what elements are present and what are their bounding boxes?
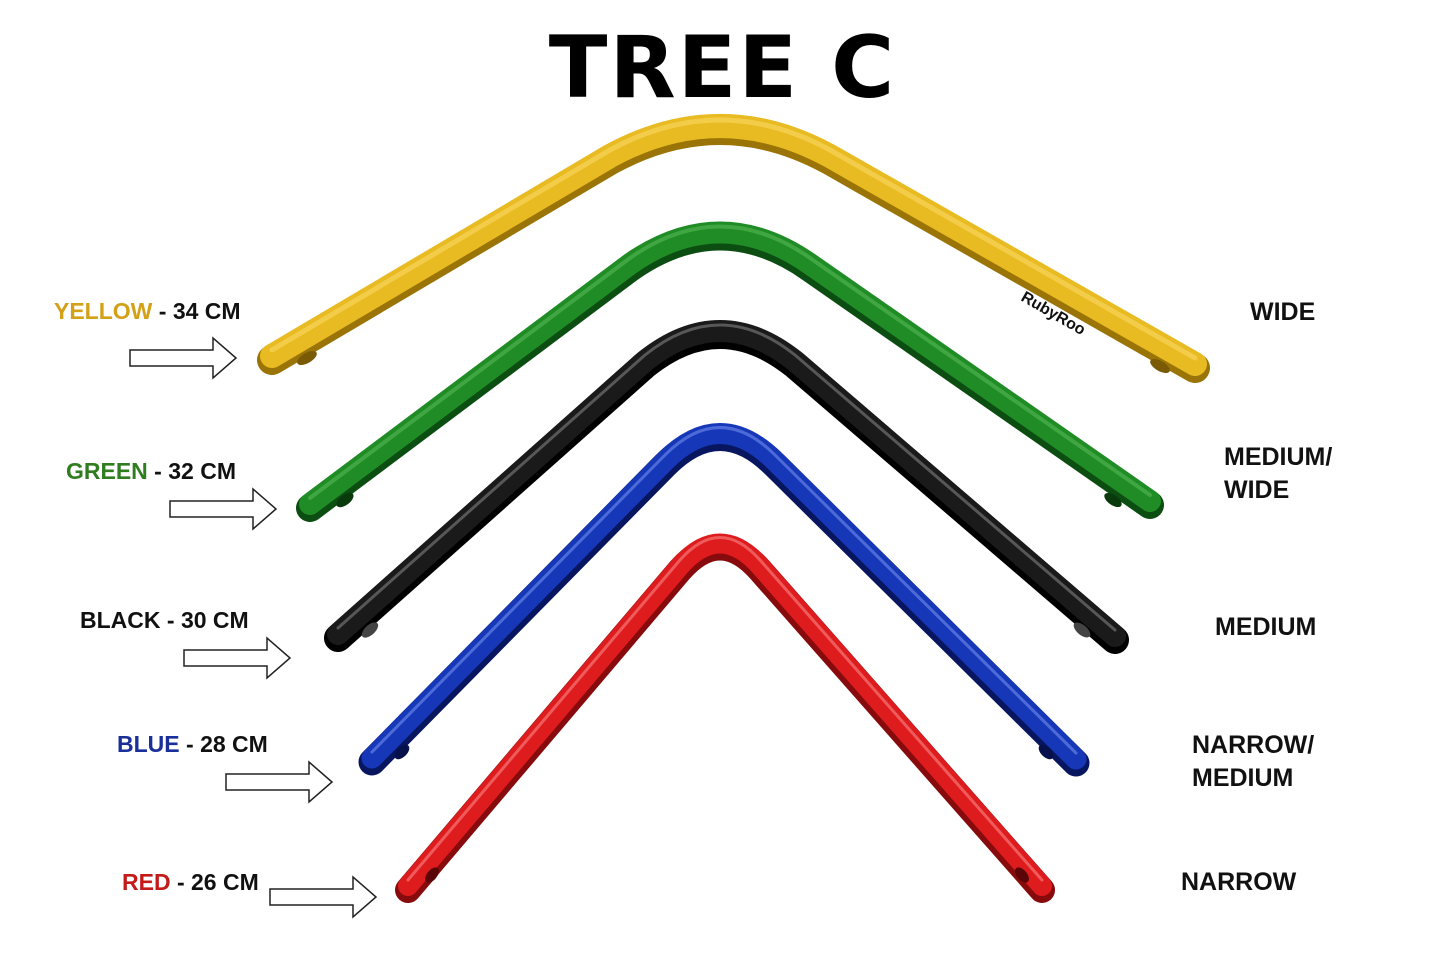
size-label-red: NARROW bbox=[1181, 866, 1296, 899]
size-text: NARROW/ bbox=[1192, 731, 1315, 759]
gullet-label-yellow: YELLOW - 34 CM bbox=[54, 298, 241, 325]
gullet-label-red: RED - 26 CM bbox=[122, 869, 259, 896]
color-name: BLACK bbox=[80, 607, 161, 633]
gullet-bar-yellow: RubyRoo bbox=[257, 114, 1210, 383]
gullet-label-black: BLACK - 30 CM bbox=[80, 607, 249, 634]
gullet-length: - 34 CM bbox=[152, 298, 241, 324]
gullet-bar-blue bbox=[358, 423, 1090, 777]
gullet-length: - 26 CM bbox=[170, 869, 259, 895]
size-label-yellow: WIDE bbox=[1250, 296, 1315, 329]
arrow-right-icon bbox=[169, 487, 278, 531]
size-label-green: MEDIUM/ WIDE bbox=[1224, 441, 1332, 507]
gullet-bar-green bbox=[296, 221, 1164, 522]
color-name: RED bbox=[122, 869, 171, 895]
size-text-line2: MEDIUM bbox=[1192, 764, 1294, 792]
gullet-length: - 28 CM bbox=[179, 731, 268, 757]
size-text: WIDE bbox=[1250, 298, 1316, 326]
color-name: YELLOW bbox=[54, 298, 153, 324]
size-text: MEDIUM bbox=[1215, 613, 1317, 641]
size-label-black: MEDIUM bbox=[1215, 611, 1316, 644]
page-title: TREE C bbox=[548, 18, 897, 118]
gullet-label-green: GREEN - 32 CM bbox=[66, 458, 236, 485]
gullet-label-blue: BLUE - 28 CM bbox=[117, 731, 268, 758]
arrow-right-icon bbox=[129, 336, 238, 380]
size-label-blue: NARROW/ MEDIUM bbox=[1192, 729, 1314, 795]
gullet-length: - 30 CM bbox=[160, 607, 249, 633]
gullet-length: - 32 CM bbox=[147, 458, 236, 484]
size-text: MEDIUM/ bbox=[1224, 443, 1333, 471]
color-name: GREEN bbox=[66, 458, 148, 484]
arrow-right-icon bbox=[183, 636, 292, 680]
size-text-line2: WIDE bbox=[1224, 476, 1290, 504]
arrow-right-icon bbox=[269, 875, 378, 919]
color-name: BLUE bbox=[117, 731, 180, 757]
gullet-bar-black bbox=[324, 320, 1129, 654]
size-text: NARROW bbox=[1181, 868, 1297, 896]
arrow-right-icon bbox=[225, 760, 334, 804]
gullet-bar-red bbox=[395, 533, 1055, 903]
